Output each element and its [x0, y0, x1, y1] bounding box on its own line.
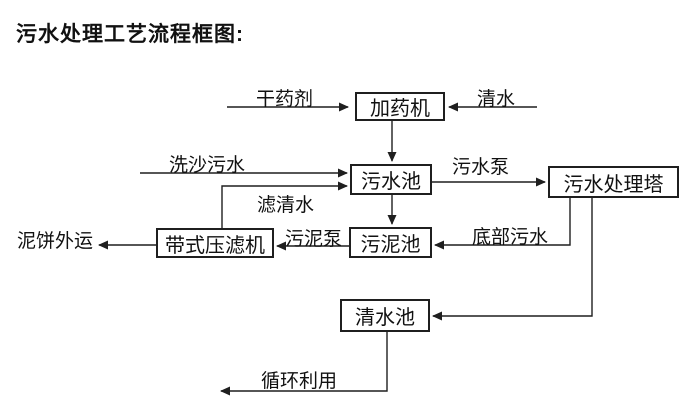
label-sewage-pump: 污水泵	[452, 157, 510, 178]
edge-tower-to-clean-pool	[432, 198, 593, 321]
node-sludge-pool: 污泥池	[349, 227, 432, 258]
label-sand-washing-sewage: 洗沙污水	[169, 155, 246, 176]
node-sewage-treatment-tower: 污水处理塔	[548, 166, 679, 198]
edge-filtered-water-to-sewage-pool	[221, 181, 348, 228]
node-dosing-machine: 加药机	[355, 92, 445, 121]
node-belt-filter-press: 带式压滤机	[156, 228, 274, 258]
label-filtered-clean-water: 滤清水	[257, 195, 315, 216]
label-clean-water: 清水	[477, 89, 516, 110]
label-bottom-sewage: 底部污水	[472, 227, 549, 248]
node-clean-water-pool: 清水池	[340, 299, 430, 332]
label-recycling-use: 循环利用	[261, 371, 338, 392]
label-sludge-pump: 污泥泵	[285, 229, 343, 250]
label-dry-agent: 干药剂	[256, 89, 314, 110]
node-sewage-pool: 污水池	[350, 164, 432, 195]
label-mud-cake-transport: 泥饼外运	[17, 231, 94, 252]
edge-clean-pool-to-recycle	[220, 332, 388, 396]
edge-bottom-sewage-to-sludge-pool	[434, 198, 571, 250]
page-title: 污水处理工艺流程框图:	[16, 23, 244, 46]
